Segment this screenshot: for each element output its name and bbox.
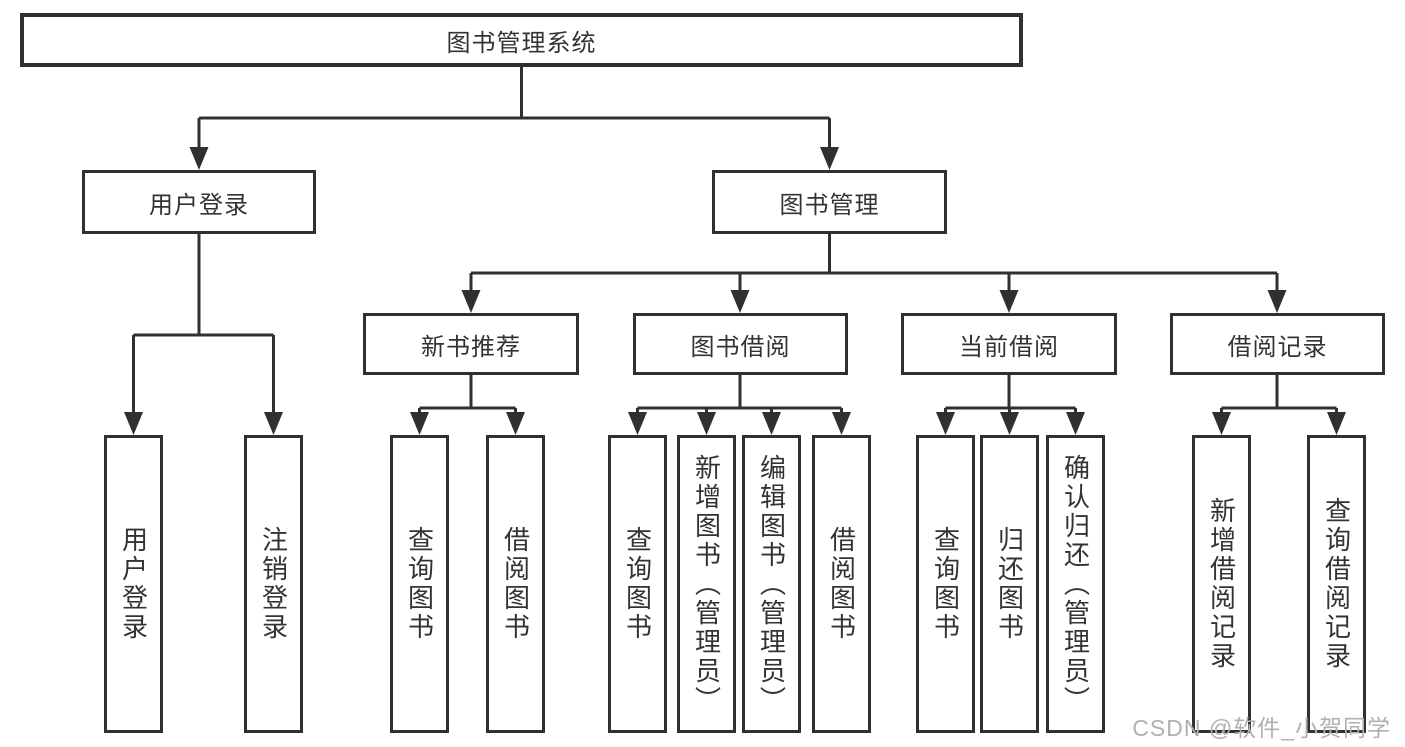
leaf-current-query-book-label: 查询图书: [930, 526, 961, 642]
leaf-user-login-label: 用户登录: [118, 526, 149, 642]
node-root: 图书管理系统: [20, 13, 1023, 67]
leaf-current-return-book: 归还图书: [980, 435, 1039, 733]
leaf-user-login: 用户登录: [104, 435, 163, 733]
leaf-records-add-record-label: 新增借阅记录: [1206, 497, 1237, 671]
leaf-records-query-record-label: 查询借阅记录: [1321, 497, 1352, 671]
node-borrow-records: 借阅记录: [1170, 313, 1385, 375]
leaf-borrow-borrow-book-label: 借阅图书: [826, 526, 857, 642]
leaf-recommend-query-book-label: 查询图书: [404, 526, 435, 642]
leaf-logout: 注销登录: [244, 435, 303, 733]
leaf-borrow-borrow-book: 借阅图书: [812, 435, 871, 733]
leaf-records-add-record: 新增借阅记录: [1192, 435, 1251, 733]
leaf-recommend-borrow-book: 借阅图书: [486, 435, 545, 733]
node-current-borrow: 当前借阅: [901, 313, 1117, 375]
node-book-management-label: 图书管理: [779, 191, 880, 219]
leaf-recommend-borrow-book-label: 借阅图书: [500, 526, 531, 642]
node-book-management: 图书管理: [712, 170, 947, 234]
leaf-logout-label: 注销登录: [258, 526, 289, 642]
node-new-book-recommend-label: 新书推荐: [421, 333, 521, 361]
node-book-borrow: 图书借阅: [633, 313, 848, 375]
leaf-current-return-book-label: 归还图书: [994, 526, 1025, 642]
leaf-borrow-query-book: 查询图书: [608, 435, 667, 733]
leaf-borrow-add-book-admin-label: 新增图书（管理员）: [691, 453, 722, 715]
node-book-borrow-label: 图书借阅: [690, 333, 791, 361]
leaf-borrow-edit-book-admin-label: 编辑图书（管理员）: [756, 453, 787, 715]
node-user-login: 用户登录: [82, 170, 316, 234]
leaf-current-query-book: 查询图书: [916, 435, 975, 733]
leaf-borrow-add-book-admin: 新增图书（管理员）: [677, 435, 736, 733]
node-root-label: 图书管理系统: [446, 29, 597, 57]
leaf-records-query-record: 查询借阅记录: [1307, 435, 1366, 733]
node-user-login-label: 用户登录: [149, 191, 249, 219]
node-borrow-records-label: 借阅记录: [1227, 333, 1328, 361]
leaf-current-confirm-return-admin-label: 确认归还（管理员）: [1060, 453, 1091, 715]
node-current-borrow-label: 当前借阅: [959, 333, 1059, 361]
leaf-borrow-edit-book-admin: 编辑图书（管理员）: [742, 435, 801, 733]
watermark: CSDN @软件_小贺同学: [1132, 715, 1391, 741]
node-new-book-recommend: 新书推荐: [363, 313, 579, 375]
leaf-current-confirm-return-admin: 确认归还（管理员）: [1046, 435, 1105, 733]
leaf-borrow-query-book-label: 查询图书: [622, 526, 653, 642]
leaf-recommend-query-book: 查询图书: [390, 435, 449, 733]
